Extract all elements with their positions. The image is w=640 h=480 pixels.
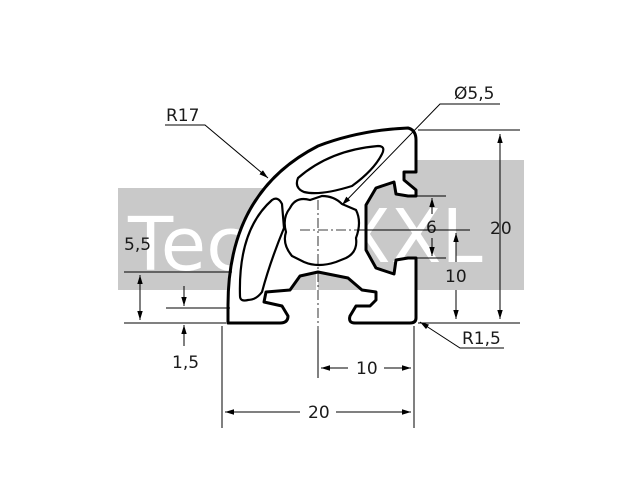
- profile-cavity-long: [238, 197, 286, 302]
- profile-center-bore: [283, 194, 361, 267]
- dim-r17: R17: [166, 106, 199, 126]
- dim-height-total: 20: [490, 219, 512, 239]
- dim-width-total: 20: [308, 403, 330, 423]
- dim-hole-diameter: Ø5,5: [454, 84, 494, 104]
- r17-leader: [165, 124, 269, 179]
- dim-corner-radius: R1,5: [462, 329, 501, 349]
- profile-cavity-arc: [295, 144, 385, 195]
- dim-wall-height: 5,5: [124, 235, 151, 255]
- dim-slot-width: 6: [426, 218, 437, 238]
- dim-center-width: 10: [356, 359, 378, 379]
- diameter-leader: [341, 103, 500, 206]
- dim-center-height: 10: [445, 267, 467, 287]
- dim-wall-thickness: 1,5: [172, 353, 199, 373]
- r15-leader: [419, 321, 504, 349]
